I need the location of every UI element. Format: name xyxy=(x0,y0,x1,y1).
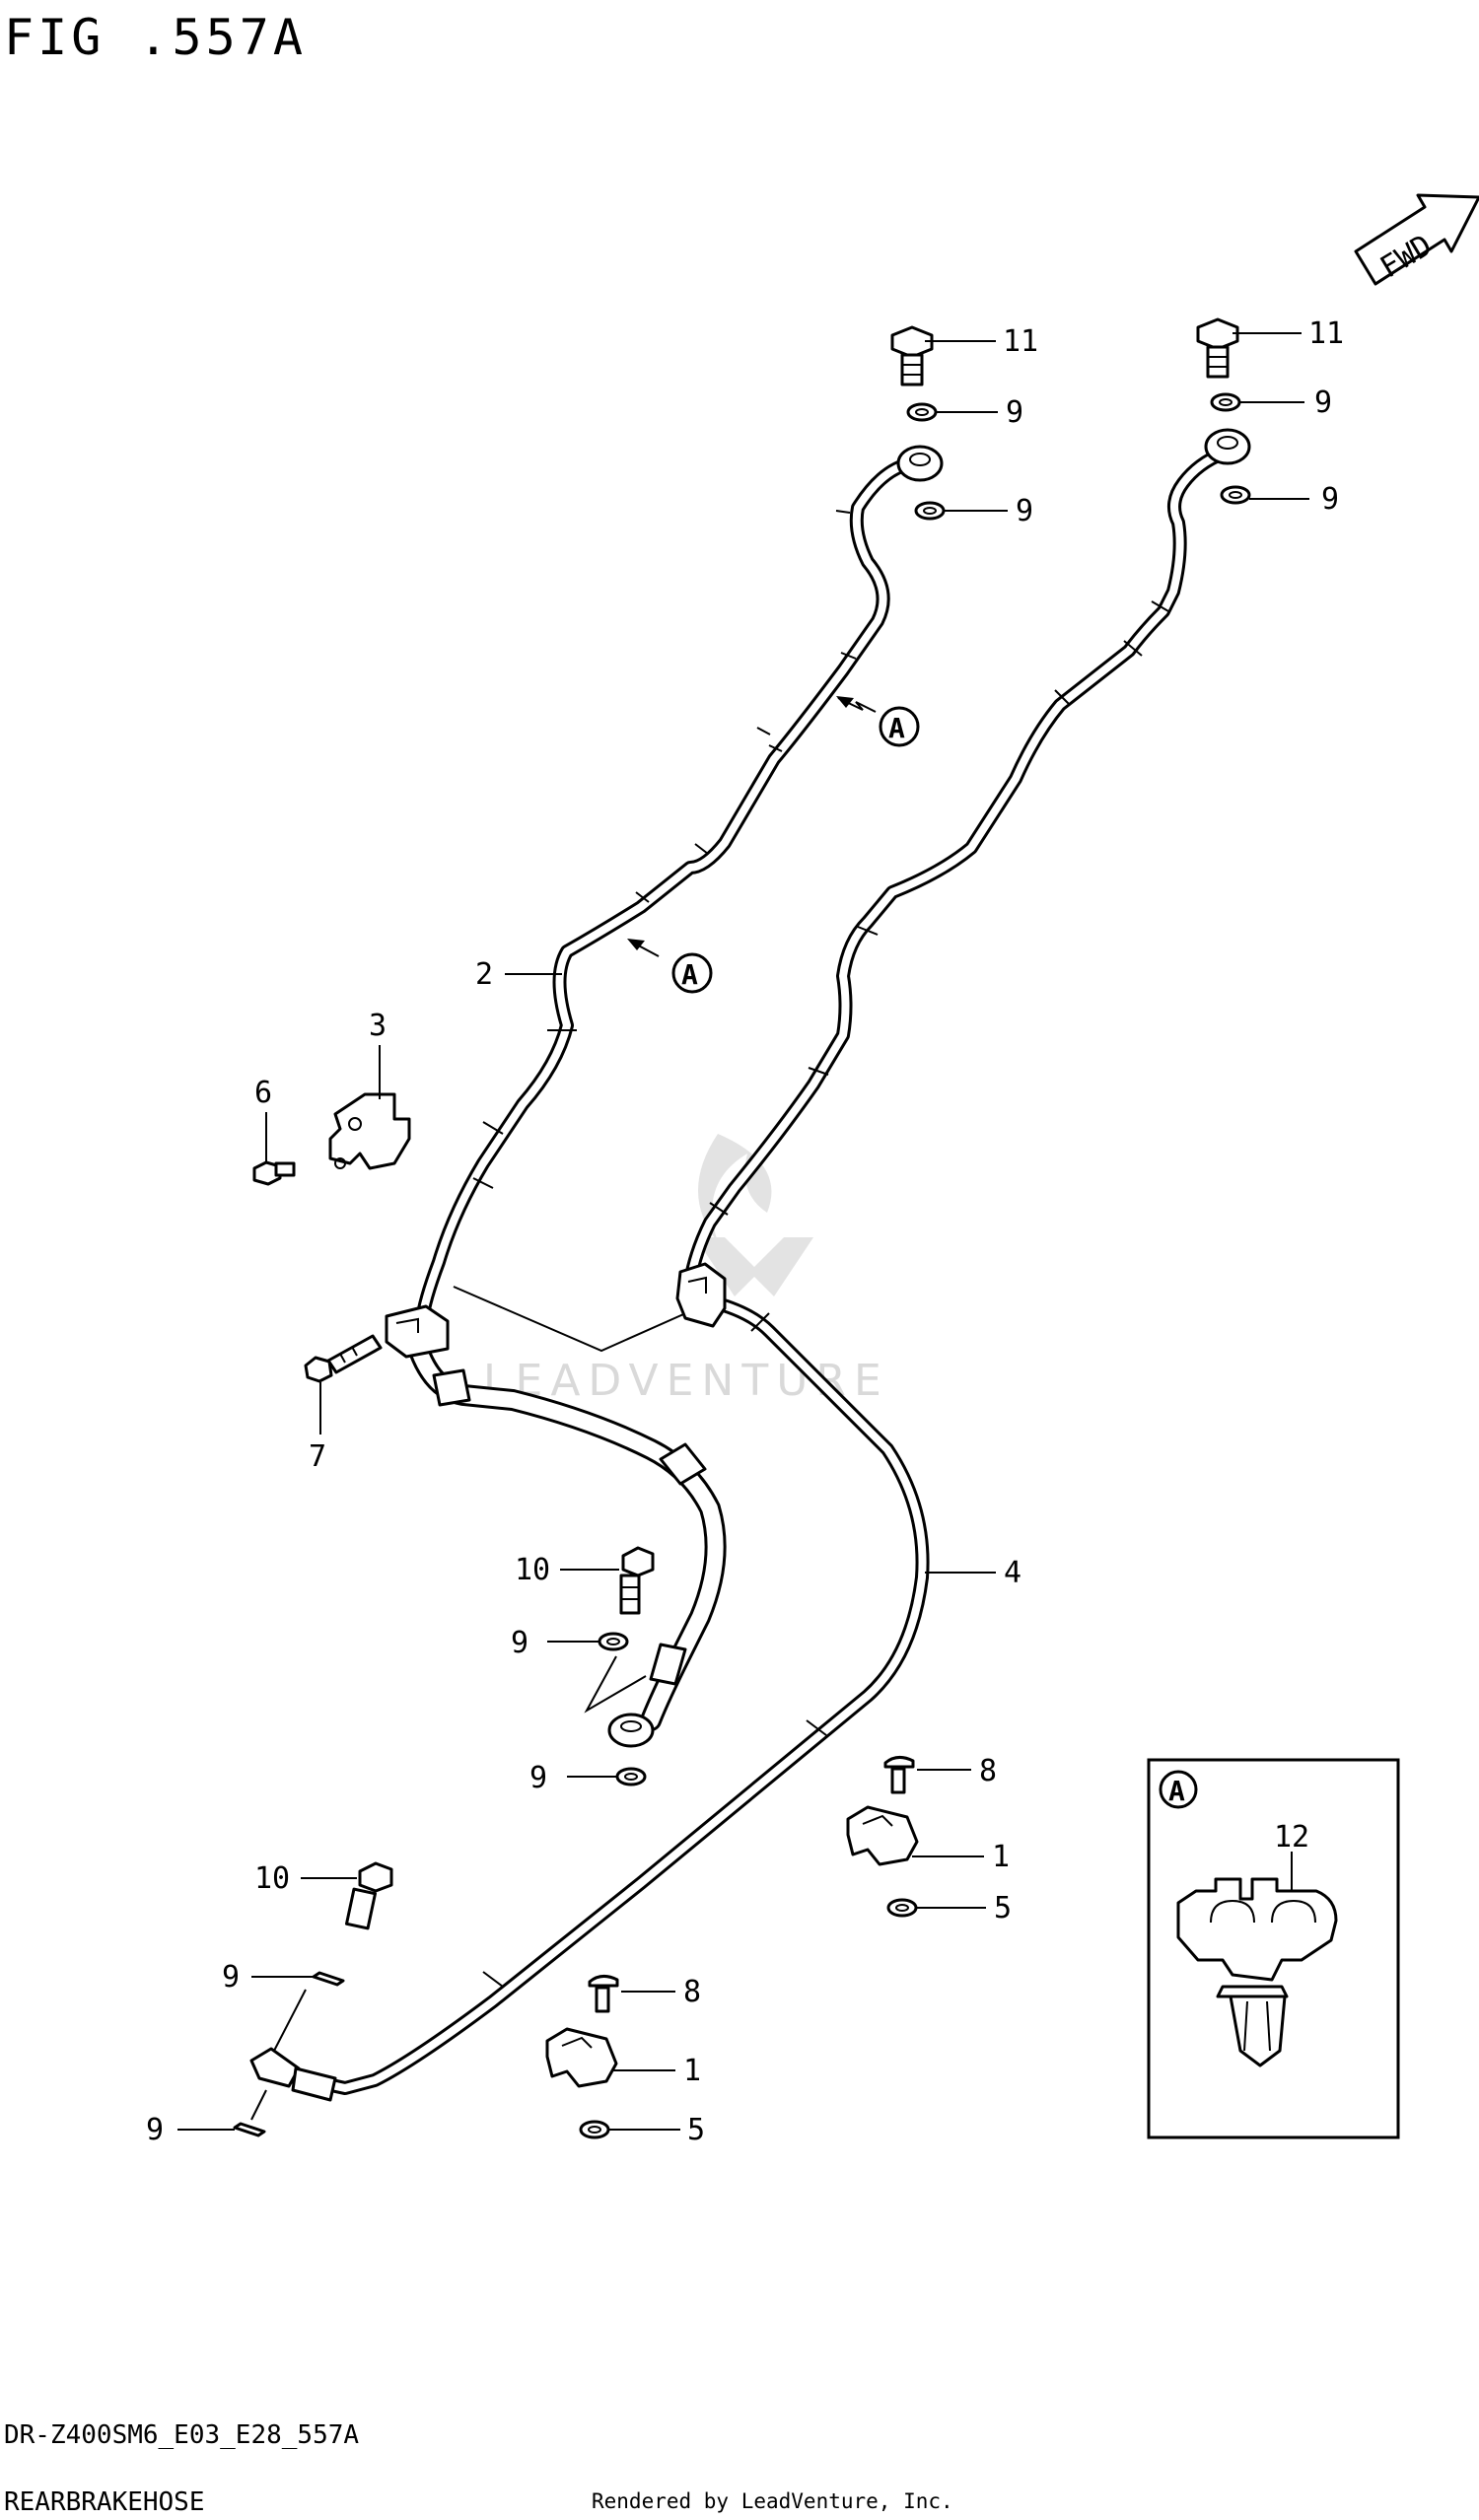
banjo-fitting-icon xyxy=(896,445,944,482)
callout-1-lower: 1 xyxy=(683,2054,701,2088)
callout-6: 6 xyxy=(254,1076,272,1110)
callout-9-g: 9 xyxy=(222,1960,240,1995)
caliper-hose xyxy=(408,1340,727,1731)
figure-title: FIG .557A xyxy=(4,9,307,66)
bracket-icon xyxy=(328,1092,411,1170)
brake-hose-4 xyxy=(279,447,1230,2095)
model-code: DR-Z400SM6_E03_E28_557A xyxy=(4,2420,359,2450)
callout-2: 2 xyxy=(475,957,493,992)
banjo-bolt-10-lower xyxy=(233,1861,393,2137)
callout-9-a: 9 xyxy=(1006,395,1023,430)
hose-clip-12 xyxy=(1176,1877,1338,2067)
callout-9-f: 9 xyxy=(529,1761,547,1795)
callout-9-d: 9 xyxy=(1321,482,1339,517)
callouts: 11 11 9 9 9 9 2 3 6 7 4 10 9 9 8 1 5 10 … xyxy=(146,316,1344,2147)
banjo-bolt-11-right xyxy=(1196,317,1251,505)
callout-8-lower: 8 xyxy=(683,1975,701,2009)
callout-5-lower: 5 xyxy=(687,2113,705,2147)
callout-9-c: 9 xyxy=(1016,494,1033,528)
callout-9-h: 9 xyxy=(146,2113,164,2147)
detail-marker: A xyxy=(1168,1775,1185,1807)
section-name: REARBRAKEHOSE xyxy=(4,2487,205,2517)
callout-10-lower: 10 xyxy=(254,1861,290,1896)
callout-9-e: 9 xyxy=(511,1626,528,1660)
rendered-by: Rendered by LeadVenture, Inc. xyxy=(592,2489,953,2513)
hose-clamp-left xyxy=(385,1304,450,1359)
callout-11-right: 11 xyxy=(1308,316,1344,351)
hose-clamp-right xyxy=(675,1262,727,1328)
bolt-7 xyxy=(304,1334,383,1383)
brake-hose-2 xyxy=(415,456,919,1328)
banjo-bolt-10-upper xyxy=(584,1546,655,1786)
callout-8-upper: 8 xyxy=(979,1754,997,1788)
ref-arrow-a-upper: A xyxy=(836,696,920,747)
banjo-bolt-11-left xyxy=(890,325,934,386)
callout-3: 3 xyxy=(369,1009,387,1043)
callout-12: 12 xyxy=(1274,1820,1309,1855)
ref-arrow-a-lower: A xyxy=(627,939,713,994)
ref-marker-a-upper: A xyxy=(888,712,905,744)
watermark: LEADVENTURE xyxy=(483,1134,881,1406)
clip-icon xyxy=(846,1756,919,1918)
ref-marker-a-lower: A xyxy=(681,958,698,991)
callout-9-b: 9 xyxy=(1314,385,1332,420)
bolt-6 xyxy=(252,1160,296,1186)
leader-lines xyxy=(177,332,1309,2131)
detail-box-a: A xyxy=(1147,1758,1400,2139)
washer-icon xyxy=(906,402,946,521)
fwd-arrow-icon: FWD xyxy=(1354,193,1479,286)
callout-1-upper: 1 xyxy=(992,1840,1010,1874)
callout-10-upper: 10 xyxy=(515,1553,550,1587)
callout-11-left: 11 xyxy=(1003,324,1038,359)
clip-lower xyxy=(545,1975,619,2139)
callout-5-upper: 5 xyxy=(994,1891,1012,1925)
callout-4: 4 xyxy=(1004,1556,1021,1590)
callout-7: 7 xyxy=(309,1439,326,1474)
